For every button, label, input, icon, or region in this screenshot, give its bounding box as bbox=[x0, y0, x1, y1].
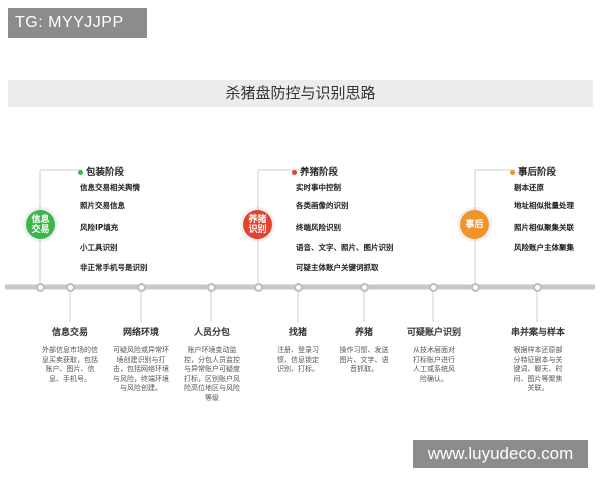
step-desc-line: 注册、登录习 bbox=[277, 346, 319, 354]
step-desc: 操作习惯、发送 图片、文字、语 音抓取。 bbox=[332, 346, 396, 375]
tag-label: TG: MYYJJPP bbox=[8, 8, 147, 38]
step-desc-line: 可疑风险或异常环 bbox=[113, 346, 169, 354]
step-desc-line: 与风险，终端环境 bbox=[113, 374, 169, 383]
phase1-item: 风险IP填充 bbox=[80, 223, 119, 232]
step-title: 找猪 bbox=[288, 328, 307, 338]
phase3-item: 照片相似聚集关联 bbox=[514, 223, 574, 232]
step-desc-line: 与风险创建。 bbox=[120, 384, 162, 392]
step-desc: 根据样本还原部 分特征剧本与关 键词、聊天、时 间、图片等聚焦 关联。 bbox=[502, 346, 574, 394]
phase1-circle: 信息 交易 bbox=[26, 210, 55, 239]
phase2-item: 终端风险识别 bbox=[296, 223, 341, 232]
step-desc-line: 根据样本还原部 bbox=[513, 346, 563, 354]
step-desc-line: 险确认。 bbox=[420, 374, 448, 383]
timeline-node bbox=[360, 283, 369, 292]
timeline-node bbox=[36, 283, 45, 292]
timeline-node bbox=[294, 283, 303, 292]
step-title: 信息交易 bbox=[51, 328, 88, 338]
step-desc-line: 账户、图片、信 bbox=[45, 365, 95, 373]
step-title: 串并案与样本 bbox=[510, 328, 565, 338]
step-desc-line: 关联。 bbox=[527, 384, 549, 392]
step-desc-line: 息买卖获取，包括 bbox=[42, 355, 98, 364]
step-title: 网络环境 bbox=[122, 328, 159, 338]
step-desc: 从技术层面对 打标账户进行 人工或系统风 险确认。 bbox=[400, 346, 468, 384]
step-7: 串并案与样本 根据样本还原部 分特征剧本与关 键词、聊天、时 间、图片等聚焦 关… bbox=[502, 325, 574, 394]
step-desc-line: 人工或系统风 bbox=[413, 365, 455, 373]
step-desc-line: 操作习惯、发送 bbox=[339, 346, 389, 354]
timeline-node bbox=[429, 283, 438, 292]
step-desc-line: 惯、信息锁定 bbox=[277, 355, 319, 364]
phase2-circle: 养猪 识别 bbox=[243, 210, 272, 239]
phase1-title-text: 包装阶段 bbox=[86, 167, 125, 178]
step-desc-line: 控，分包人员监控 bbox=[184, 355, 240, 364]
step-1: 信息交易 外部信息市场的信 息买卖获取，包括 账户、图片、信 息、手机号。 bbox=[38, 325, 102, 384]
step-desc: 外部信息市场的信 息买卖获取，包括 账户、图片、信 息、手机号。 bbox=[38, 346, 102, 384]
timeline-node bbox=[471, 283, 480, 292]
step-desc-line: 音抓取。 bbox=[350, 365, 378, 373]
step-desc-line: 打标，区别账户风 bbox=[184, 374, 240, 383]
phase3-title: 事后阶段 bbox=[510, 164, 556, 178]
phase1-item: 小工具识别 bbox=[80, 243, 118, 252]
phase3-title-text: 事后阶段 bbox=[518, 167, 557, 178]
step-desc-line: 从技术层面对 bbox=[413, 346, 455, 354]
step-desc-line: 等级 bbox=[205, 393, 219, 402]
phase2-item: 实时事中控制 bbox=[296, 183, 341, 192]
step-title: 可疑账户识别 bbox=[406, 328, 461, 338]
step-desc: 可疑风险或异常环 境创建识别与打 击，包括网络环境 与风险，终端环境 与风险创建… bbox=[108, 346, 174, 394]
phase1-circle-label: 信息 交易 bbox=[31, 214, 50, 235]
step-desc-line: 外部信息市场的信 bbox=[42, 346, 98, 354]
phase2-item: 语音、文字、照片、图片识别 bbox=[296, 243, 394, 252]
step-desc-line: 击，包括网络环境 bbox=[113, 365, 169, 373]
step-desc: 账户环境变动监 控，分包人员监控 与异常账户可疑度 打标，区别账户风 险高位地区… bbox=[176, 346, 248, 403]
step-desc-line: 打标账户进行 bbox=[413, 355, 455, 364]
step-title: 养猪 bbox=[354, 328, 373, 338]
page-title: 杀猪盘防控与识别思路 bbox=[225, 84, 376, 102]
step-desc: 注册、登录习 惯、信息锁定 识别、打标。 bbox=[268, 346, 328, 375]
step-2: 网络环境 可疑风险或异常环 境创建识别与打 击，包括网络环境 与风险，终端环境 … bbox=[108, 325, 174, 394]
step-desc-line: 分特征剧本与关 bbox=[513, 355, 563, 364]
step-desc-line: 息、手机号。 bbox=[49, 374, 91, 383]
phase3-circle-label: 事后 bbox=[465, 219, 484, 230]
phase1-item: 非正常手机号是识别 bbox=[80, 263, 148, 272]
title-bar bbox=[8, 80, 593, 107]
phase2-title-text: 养猪阶段 bbox=[300, 167, 339, 178]
phase3-item: 剔本还原 bbox=[514, 183, 544, 192]
step-6: 可疑账户识别 从技术层面对 打标账户进行 人工或系统风 险确认。 bbox=[400, 325, 468, 384]
timeline-node bbox=[66, 283, 75, 292]
phase1-item: 信息交易相关舆情 bbox=[80, 183, 140, 192]
timeline-node bbox=[207, 283, 216, 292]
step-desc-line: 险高位地区与风险 bbox=[184, 384, 240, 392]
step-4: 找猪 注册、登录习 惯、信息锁定 识别、打标。 bbox=[268, 325, 328, 375]
step-desc-line: 间、图片等聚焦 bbox=[513, 374, 563, 383]
phase2-circle-label: 养猪 识别 bbox=[248, 214, 267, 235]
phase3-item: 地址相似批量处理 bbox=[514, 201, 574, 210]
step-title: 人员分包 bbox=[193, 328, 230, 338]
step-desc-line: 与异常账户可疑度 bbox=[184, 365, 240, 373]
watermark: www.luyudeco.com bbox=[413, 440, 588, 468]
phase1-title: 包装阶段 bbox=[78, 164, 124, 178]
step-desc-line: 境创建识别与打 bbox=[116, 355, 166, 364]
step-desc-line: 图片、文字、语 bbox=[339, 355, 389, 364]
phase2-title: 养猪阶段 bbox=[292, 164, 338, 178]
step-desc-line: 账户环境变动监 bbox=[187, 346, 237, 354]
phase3-dot bbox=[510, 170, 515, 175]
phase2-dot bbox=[292, 170, 297, 175]
phase3-circle: 事后 bbox=[460, 210, 489, 239]
timeline-node bbox=[533, 283, 542, 292]
phase2-item: 各类画像的识别 bbox=[296, 201, 349, 210]
step-desc-line: 识别、打标。 bbox=[277, 365, 319, 373]
timeline-node bbox=[137, 283, 146, 292]
phase2-item: 可疑主体账户关键词抓取 bbox=[296, 263, 379, 272]
step-5: 养猪 操作习惯、发送 图片、文字、语 音抓取。 bbox=[332, 325, 396, 375]
timeline-node bbox=[254, 283, 263, 292]
step-3: 人员分包 账户环境变动监 控，分包人员监控 与异常账户可疑度 打标，区别账户风 … bbox=[176, 325, 248, 403]
step-desc-line: 键词、聊天、时 bbox=[513, 365, 563, 373]
phase1-dot bbox=[78, 170, 83, 175]
phase3-item: 风险账户主体聚集 bbox=[514, 243, 574, 252]
phase1-item: 照片交易信息 bbox=[80, 201, 125, 210]
